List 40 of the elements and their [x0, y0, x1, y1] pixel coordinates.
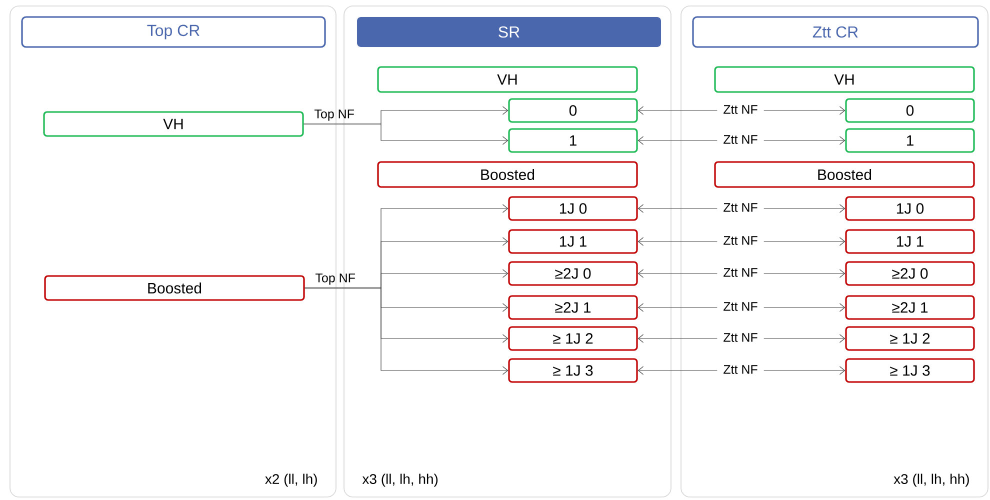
- region-header: Top CR: [21, 16, 326, 48]
- category-box: Boosted: [44, 275, 305, 301]
- category-box: ≥ 1J 2: [508, 326, 638, 351]
- category-box: Boosted: [377, 161, 638, 188]
- edge-label: Top NF: [316, 274, 355, 285]
- category-box: VH: [714, 66, 975, 93]
- category-box: 1J 1: [845, 229, 975, 254]
- category-box: Boosted: [714, 161, 975, 188]
- category-box: 0: [508, 98, 638, 123]
- edge-label: Ztt NF: [717, 202, 764, 213]
- category-box: 1J 0: [508, 196, 638, 221]
- footer-label: x2 (ll, lh): [265, 474, 317, 487]
- footer-label: x3 (ll, lh, hh): [362, 474, 438, 487]
- edge-label: Ztt NF: [717, 267, 764, 278]
- category-box: ≥2J 1: [508, 295, 638, 320]
- edge-label: Ztt NF: [717, 364, 764, 375]
- edge-label: Ztt NF: [717, 235, 764, 246]
- category-box: 1J 0: [845, 196, 975, 221]
- category-box: ≥2J 1: [845, 295, 975, 320]
- region-header: Ztt CR: [692, 16, 979, 48]
- edge-label: Ztt NF: [717, 301, 764, 312]
- edge-label: Ztt NF: [717, 104, 764, 115]
- category-box: ≥ 1J 2: [845, 326, 975, 351]
- category-box: ≥ 1J 3: [508, 358, 638, 383]
- edge-label: Ztt NF: [717, 134, 764, 145]
- category-box: VH: [377, 66, 638, 93]
- footer-label: x3 (ll, lh, hh): [894, 474, 969, 487]
- category-box: 1J 1: [508, 229, 638, 254]
- region-header: SR: [357, 17, 661, 47]
- category-box: ≥2J 0: [845, 261, 975, 286]
- category-box: 1: [845, 128, 975, 153]
- category-box: VH: [43, 111, 304, 137]
- edge-label: Top NF: [314, 110, 354, 121]
- category-box: ≥2J 0: [508, 261, 638, 286]
- arrow: [304, 124, 508, 145]
- edge-label: Ztt NF: [717, 332, 764, 343]
- category-box: 1: [508, 128, 638, 153]
- category-box: ≥ 1J 3: [845, 358, 975, 383]
- arrow: [304, 288, 508, 375]
- category-box: 0: [845, 98, 975, 123]
